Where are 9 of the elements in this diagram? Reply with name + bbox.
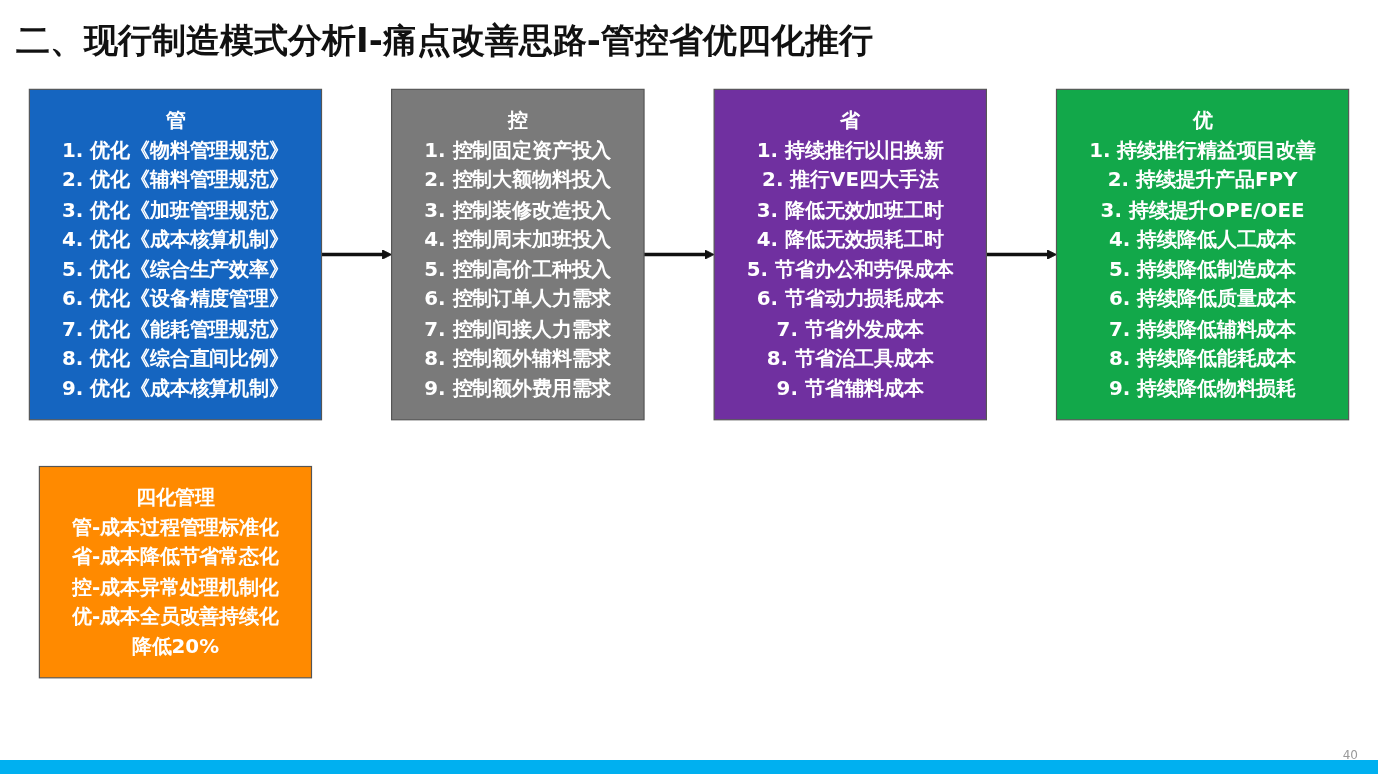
node-box: 管 1. 优化《物料管理规范》 2. 优化《辅料管理规范》 3. 优化《加班管理规范》 4. 优化《成本核算机制》 5. 优化《综合生产效率》 6. 优化《设备精度管理》 7. 优化《能耗管理规范》 8. 优化《综合直间比例》 9. 优化《成本核算机制》 xyxy=(28,88,323,421)
node-box: 优 1. 持续推行精益项目改善 2. 持续提升产品FPY 3. 持续提升OPE/OEE 4. 持续降低人工成本 5. 持续降低制造成本 6. 持续降低质量成本 7. 持续降低辅料成本 8. 持续降低能耗成本 9. 持续降低物料损耗 xyxy=(1055,88,1350,421)
node-box: 控 1. 控制固定资产投入 2. 控制大额物料投入 3. 控制装修改造投入 4. 控制周末加班投入 5. 控制高价工种投入 6. 控制订单人力需求 7. 控制间接人力需求 8. 控制额外辅料需求 9. 控制额外费用需求 xyxy=(391,88,645,421)
slide-title: 二、现行制造模式分析I-痛点改善思路-管控省优四化推行 xyxy=(16,19,873,62)
node-box: 四化管理 管-成本过程管理标准化 省-成本降低节省常态化 控-成本异常处理机制化 优-成本全员改善持续化 降低20% xyxy=(38,465,313,679)
node-box: 省 1. 持续推行以旧换新 2. 推行VE四大手法 3. 降低无效加班工时 4. 降低无效损耗工时 5. 节省办公和劳保成本 6. 节省动力损耗成本 7. 节省外发成本 8. 节省治工具成本 9. 节省辅料成本 xyxy=(713,88,987,421)
arrow xyxy=(644,249,715,260)
page-number: 40 xyxy=(1342,748,1358,762)
arrow xyxy=(986,249,1057,260)
